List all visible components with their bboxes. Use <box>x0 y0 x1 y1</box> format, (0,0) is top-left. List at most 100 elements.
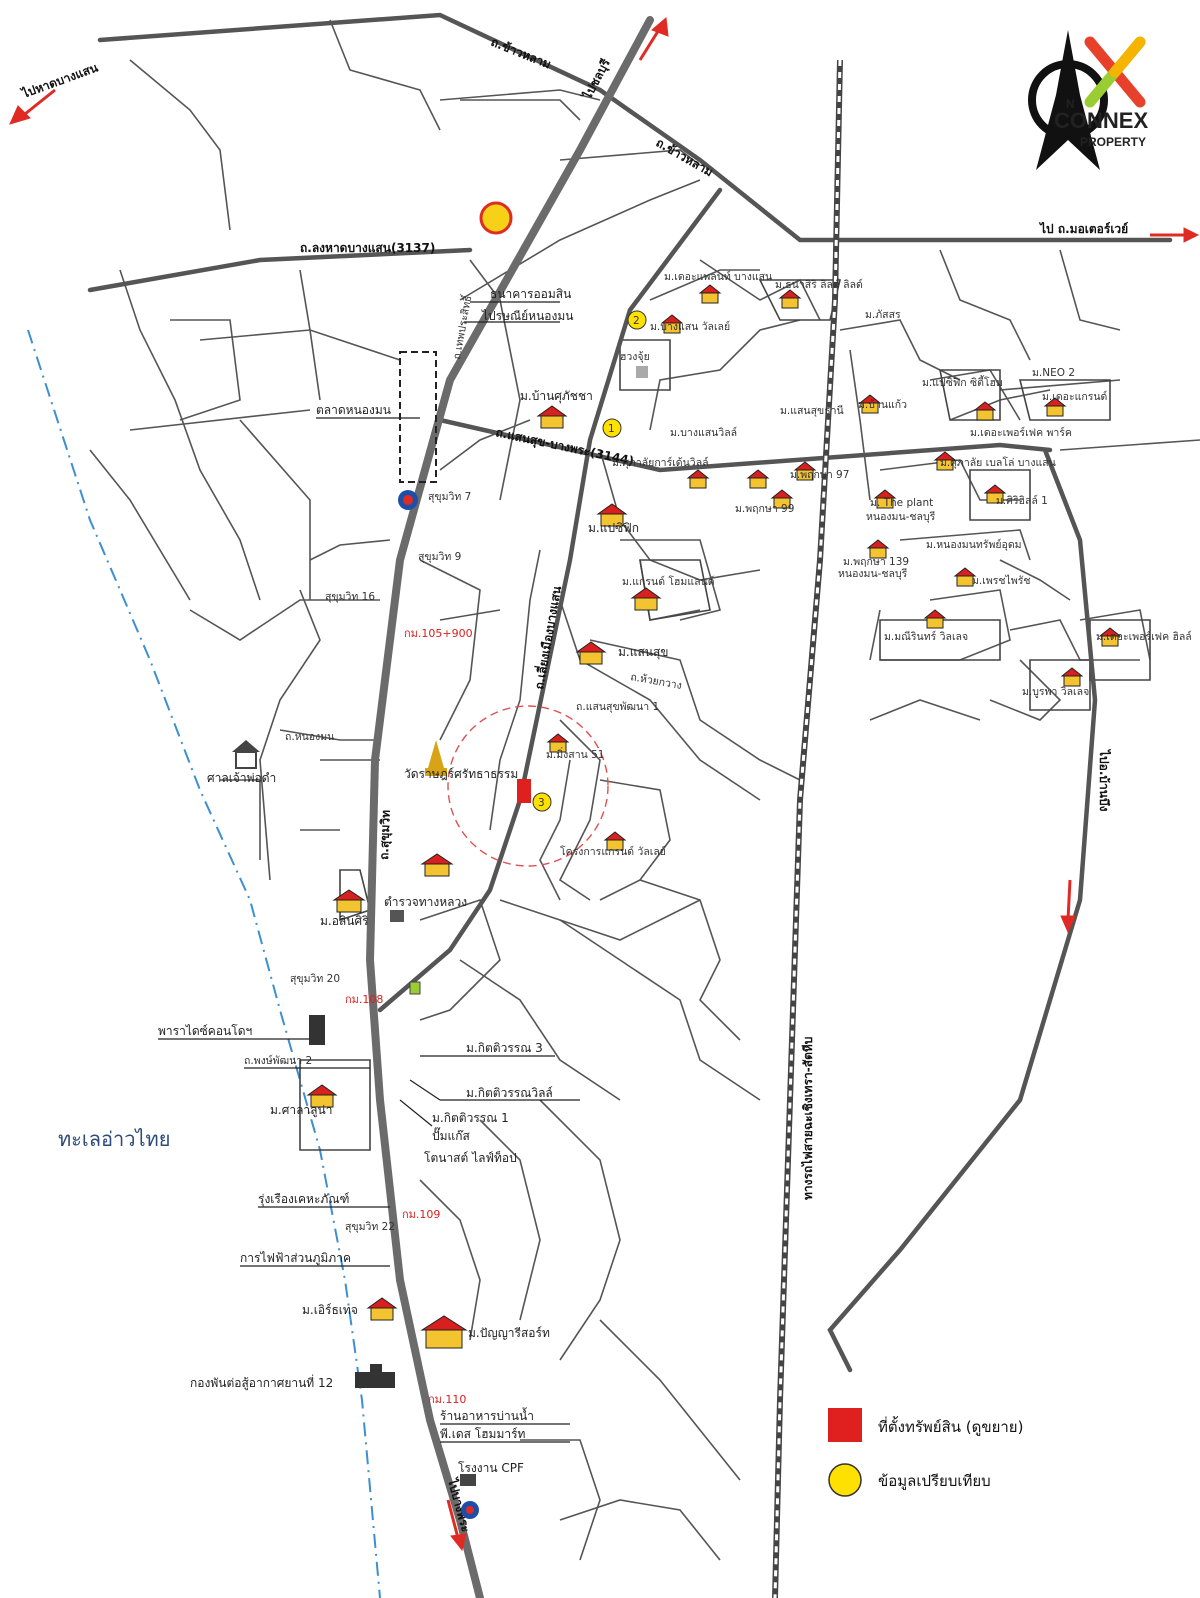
label-km110: กม.110 <box>428 1393 466 1406</box>
label-bangsaen-villa: ม.บางแสนวิลล์ <box>670 426 737 439</box>
label-pruksa99: ม.พฤกษา 99 <box>735 503 794 515</box>
label-to-motorway: ไป ถ.มอเตอร์เวย์ <box>1038 221 1128 236</box>
label-nongmon: ถ.หนองมน <box>285 731 334 743</box>
cemetery-icon <box>636 366 648 378</box>
label-grand-valley: โครงการแกรนด์ วัลเลย์ <box>560 845 666 858</box>
label-prachathip: ม.เพรชไพรัช <box>972 574 1031 587</box>
label-wat: วัดราษฎร์ศรัทธาธรรม <box>404 767 518 781</box>
house-icon <box>630 587 662 611</box>
house-icon <box>746 469 770 489</box>
label-perfect-park: ม.เดอะเพอร์เฟค พาร์ค <box>970 426 1072 439</box>
house-icon <box>546 733 570 753</box>
house-icon <box>770 489 794 509</box>
label-nongmon-chonburi: หนองมน-ชลบุรี <box>866 510 936 523</box>
label-panya: ม.ปัญญารีสอร์ท <box>468 1326 550 1340</box>
label-to-banbueng: ไปอ.บ้านบึง <box>1097 748 1112 812</box>
label-neo2: ม.NEO 2 <box>1032 367 1075 379</box>
fuel-station-icon <box>461 1501 479 1519</box>
label-alinsiri: ม.อลินศิริ <box>320 914 369 928</box>
label-km105: กม.105+900 <box>404 627 473 640</box>
road-3144 <box>437 417 1053 473</box>
label-3137: ถ.ลงหาดบางแสน(3137) <box>300 241 435 255</box>
label-thanasiri: ม.ธนาสิริ ลิลด์ ลิลด์ <box>775 278 863 291</box>
house-icon <box>983 484 1007 504</box>
label-pdes: พี.เดส โฮมมาร์ท <box>440 1427 526 1441</box>
house-icon <box>366 1297 398 1321</box>
house-icon <box>420 1315 468 1349</box>
house-icon <box>575 641 607 665</box>
logo-sub: PROPERTY <box>1080 135 1146 149</box>
label-airforce: กองพันต่อสู้อากาศยานที่ 12 <box>190 1374 333 1391</box>
logo-brand: CONNEX <box>1054 108 1148 133</box>
comparison-marker-2[interactable]: 2 <box>627 310 647 330</box>
road-3137 <box>87 247 473 293</box>
label-sea: ทะเลอ่าวไทย <box>58 1127 170 1151</box>
label-the-grand: ม.เดอะแกรนด์ <box>1042 390 1107 403</box>
label-km108: กม.108 <box>345 993 383 1006</box>
house-icon <box>686 469 710 489</box>
label-theplant: ม.เดอะแพลนท์ บางแสน <box>664 270 772 283</box>
house-icon <box>660 314 684 334</box>
label-sukhumvit22: สุขุมวิท 22 <box>345 1221 395 1233</box>
fuel-station-icon <box>398 490 418 510</box>
label-railway: ทางรถไฟสายฉะเชิงเทรา-สัตหีบ <box>800 1037 815 1200</box>
direction-arrows <box>9 17 1200 1552</box>
label-phaeng-pattana: ถ.พงษ์พัฒนา 2 <box>244 1054 312 1067</box>
label-pruksa97: ม.พฤกษา 97 <box>790 469 849 481</box>
label-pacific: ม.แปซิฟิก <box>588 521 639 535</box>
market-area <box>399 351 437 483</box>
arrow-to-chonburi <box>638 17 669 61</box>
arrow-to-bangphra <box>446 1499 467 1552</box>
arrow-to-banbueng <box>1060 879 1076 934</box>
label-moo51: ม.มิ่งสาน 51 <box>546 747 605 761</box>
label-eurich: ม.เอิร์ธเทจ <box>302 1303 358 1317</box>
house-icon <box>973 401 997 421</box>
temple-icon <box>425 740 447 776</box>
compass-n-label: N <box>1066 97 1075 111</box>
house-icon <box>1060 667 1084 687</box>
label-ban-supacha: ม.บ้านศุภัชชา <box>520 389 593 404</box>
property-location-marker[interactable] <box>517 779 531 803</box>
label-shrine: ศาลเจ้าพ่อดำ <box>207 771 276 785</box>
comparison-marker-3[interactable]: 3 <box>532 792 552 812</box>
building-icon <box>309 1015 325 1045</box>
svg-text:3: 3 <box>538 797 545 809</box>
house-icon <box>858 394 882 414</box>
road-sukhumvit <box>365 16 654 1598</box>
road-bypass <box>377 187 723 1013</box>
label-huangchai: ฮวงจุ้ย <box>620 351 650 363</box>
label-nongmon-chon2: หนองมน-ชลบุรี <box>838 567 908 580</box>
label-sukhumvit7: สุขุมวิท 7 <box>428 491 471 503</box>
house-icon <box>793 461 817 481</box>
label-sansiri: ม.ภัสสร <box>865 309 901 321</box>
arrow-to-bangsaen <box>9 88 56 125</box>
house-icon <box>866 539 890 559</box>
label-chalucha: ม.ศาลาลูน่า <box>270 1103 332 1118</box>
property-radius <box>447 705 609 867</box>
compass-star-icon <box>1036 30 1100 170</box>
label-burapha: ม.บูรพา วิลเลจ <box>1022 686 1089 698</box>
estate-boundaries <box>299 279 1151 1151</box>
label-sukhumvit16: สุขุมวิท 16 <box>325 591 375 603</box>
x-mark-icon <box>1084 36 1146 108</box>
shell-station-icon <box>479 201 513 235</box>
house-icon <box>1043 397 1067 417</box>
label-bangsaen-valley: ม.บางแสน วัลเลย์ <box>650 320 730 333</box>
legend-compare-label: ข้อมูลเปรียบเทียบ <box>878 1472 991 1490</box>
label-kittiwan3: ม.กิตติวรรณ 3 <box>466 1041 543 1055</box>
factory-icon <box>460 1474 476 1486</box>
house-icon <box>1098 627 1122 647</box>
house-icon <box>596 503 628 527</box>
label-supalai-bello: ม.ศุภาลัย เบลโล่ บางแสน <box>940 456 1056 469</box>
legend-property-swatch <box>828 1408 862 1442</box>
label-paradise: พาราไดซ์คอนโดฯ <box>158 1024 252 1038</box>
comparison-marker-1[interactable]: 1 <box>602 418 622 438</box>
shrine-icon <box>232 740 260 769</box>
house-icon <box>698 284 722 304</box>
local-roads <box>89 19 1200 1561</box>
label-tops: โตนาสต์ ไลฟ์ท็อป <box>424 1150 517 1165</box>
label-sukhumvit9: สุขุมวิท 9 <box>418 551 461 563</box>
svg-text:1: 1 <box>608 423 615 435</box>
house-icon <box>873 489 897 509</box>
